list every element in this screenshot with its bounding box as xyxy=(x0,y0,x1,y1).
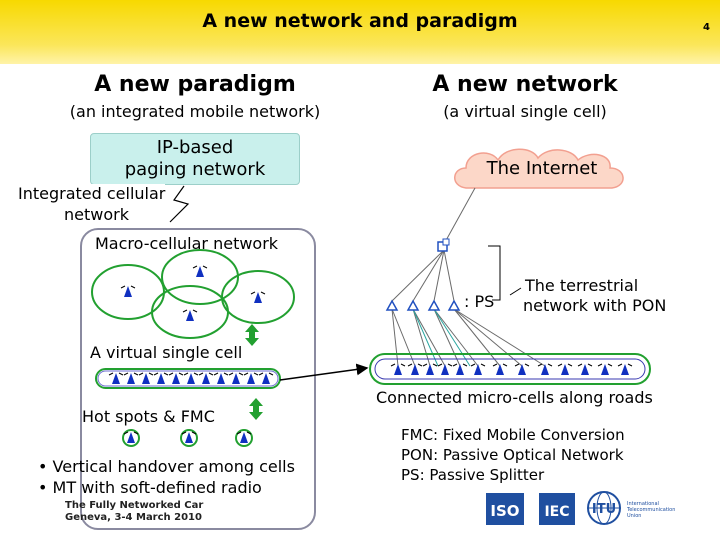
antenna-icon xyxy=(250,291,266,304)
itu-logo: ITU International Telecommunication Unio… xyxy=(587,491,675,525)
double-arrow-icon xyxy=(249,398,263,420)
svg-text:ITU: ITU xyxy=(592,502,616,517)
connector-arrow-icon xyxy=(279,363,369,381)
macro-cell xyxy=(151,285,229,339)
virtual-cell-antennas xyxy=(108,372,274,385)
page-number: 4 xyxy=(703,22,710,33)
footer: The Fully Networked Car Geneva, 3-4 Marc… xyxy=(65,500,204,523)
left-heading: A new paradigm xyxy=(94,72,296,97)
slide-title: A new network and paradigm xyxy=(202,10,518,32)
router-icon xyxy=(437,238,450,252)
macro-cells xyxy=(91,249,295,339)
macro-cell xyxy=(161,249,239,305)
antenna-icon xyxy=(182,309,198,322)
ip-paging-line2: paging network xyxy=(124,159,266,180)
iec-logo: IEC xyxy=(539,493,575,525)
iso-logo: ISO xyxy=(486,493,524,525)
ip-paging-network-box: IP-based paging network xyxy=(90,133,300,185)
pon-fiber-lines xyxy=(391,187,546,367)
double-arrow-icon xyxy=(245,324,259,346)
cloud-icon xyxy=(454,148,624,189)
virtual-single-cell-label: A virtual single cell xyxy=(90,343,243,362)
terrestrial-network-label: The terrestrial network with PON xyxy=(523,276,667,315)
right-heading: A new network xyxy=(432,72,618,97)
micro-cells-label: Connected micro-cells along roads xyxy=(376,388,653,407)
integrated-line2: network xyxy=(64,205,129,224)
virtual-cell-pill xyxy=(95,368,281,389)
bullet-item: • MT with soft-defined radio xyxy=(38,478,262,497)
antenna-icon xyxy=(192,265,208,278)
svg-text:Telecommunication: Telecommunication xyxy=(626,507,675,513)
integrated-cellular-frame xyxy=(80,228,316,530)
abbreviations: FMC: Fixed Mobile Conversion PON: Passiv… xyxy=(401,425,625,485)
svg-text:International: International xyxy=(627,501,659,507)
ps-label: : PS xyxy=(464,292,495,311)
micro-cells-pill xyxy=(369,353,651,385)
hot-spot-cells xyxy=(122,429,253,447)
svg-text:Union: Union xyxy=(627,513,641,519)
feature-bullets: • Vertical handover among cells • MT wit… xyxy=(38,456,295,498)
title-bar xyxy=(0,0,720,64)
internet-label: The Internet xyxy=(486,158,598,179)
integrated-line1: Integrated cellular xyxy=(18,184,166,203)
micro-cell-antennas xyxy=(390,363,633,376)
hot-spots-label: Hot spots & FMC xyxy=(82,407,215,426)
abbreviation-item: PON: Passive Optical Network xyxy=(401,446,624,464)
bullet-item: • Vertical handover among cells xyxy=(38,457,295,476)
svg-text:ISO: ISO xyxy=(490,502,519,520)
abbreviation-item: FMC: Fixed Mobile Conversion xyxy=(401,426,625,444)
lightning-icon xyxy=(169,185,190,223)
ip-paging-line1: IP-based xyxy=(156,137,234,158)
abbreviation-item: PS: Passive Splitter xyxy=(401,466,545,484)
macro-cellular-label: Macro-cellular network xyxy=(95,234,279,253)
splitter-icon xyxy=(385,299,461,311)
antenna-icon xyxy=(120,285,136,298)
left-subheading: (an integrated mobile network) xyxy=(69,102,321,121)
svg-text:IEC: IEC xyxy=(544,504,569,520)
right-subheading: (a virtual single cell) xyxy=(443,102,607,121)
